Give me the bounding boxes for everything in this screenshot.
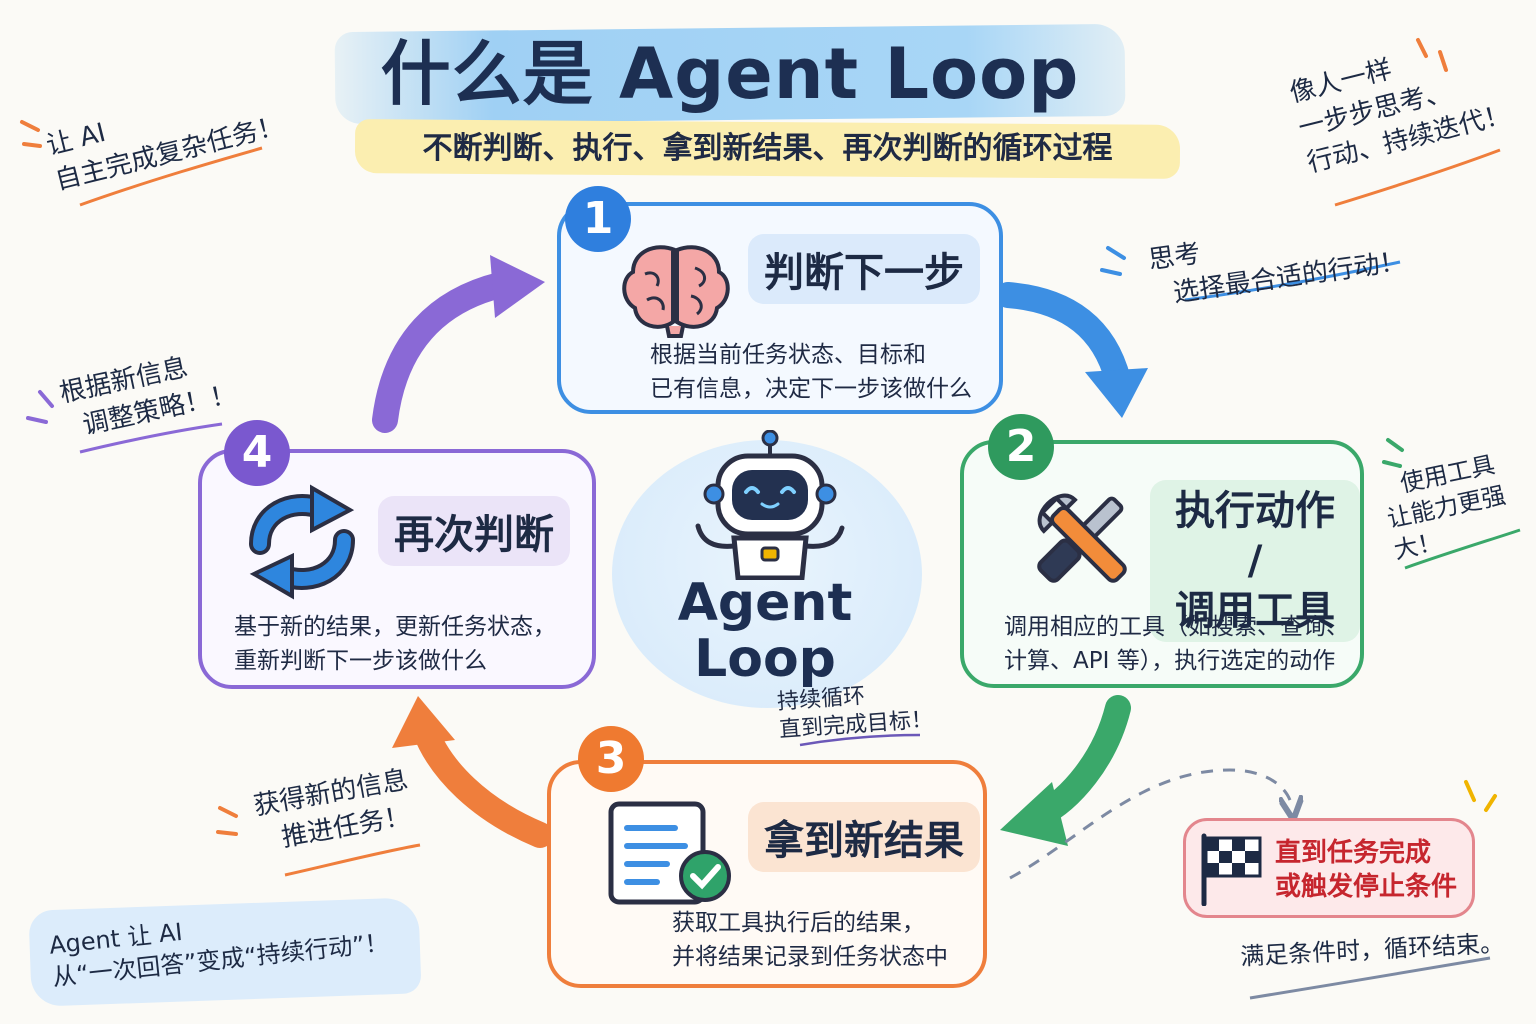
robot-icon bbox=[695, 430, 845, 580]
arrow-head-2-to-3 bbox=[1000, 782, 1068, 846]
arrow-1-to-2 bbox=[995, 282, 1131, 393]
step-desc-4: 基于新的结果，更新任务状态， 重新判断下一步该做什么 bbox=[234, 614, 556, 674]
step-desc-3: 获取工具执行后的结果， 并将结果记录到任务状态中 bbox=[672, 910, 948, 970]
center-label: Agent Loop bbox=[677, 573, 853, 689]
step-card-3 bbox=[547, 760, 987, 988]
arrow-3-to-4 bbox=[412, 717, 553, 848]
step-number-2: 2 bbox=[988, 414, 1054, 480]
arrow-head-3-to-4 bbox=[392, 696, 455, 748]
step-number-4: 4 bbox=[224, 420, 290, 486]
document-check-icon bbox=[608, 801, 731, 905]
step-title-4: 再次判断 bbox=[378, 496, 570, 566]
step-desc-1: 根据当前任务状态、目标和 已有信息，决定下一步该做什么 bbox=[650, 342, 972, 402]
step-title-3: 拿到新结果 bbox=[748, 802, 980, 872]
tools-icon bbox=[1037, 493, 1127, 583]
checkered-flag-icon bbox=[1201, 833, 1262, 906]
step-number-1: 1 bbox=[565, 186, 631, 252]
finish-text: 直到任务完成 或触发停止条件 bbox=[1275, 838, 1458, 902]
arrow-4-to-1 bbox=[372, 272, 513, 433]
brain-icon bbox=[622, 245, 730, 338]
arrow-head-1-to-2 bbox=[1085, 368, 1148, 418]
step-title-1: 判断下一步 bbox=[748, 234, 980, 304]
step-desc-2: 调用相应的工具（如搜索、查询、 计算、API 等），执行选定的动作 bbox=[1004, 614, 1349, 674]
step-title-2: 执行动作 / 调用工具 bbox=[1150, 480, 1360, 642]
arrow-head-4-to-1 bbox=[490, 255, 545, 318]
step-number-3: 3 bbox=[578, 726, 644, 792]
refresh-icon bbox=[249, 484, 355, 600]
page-subtitle: 不断判断、执行、拿到新结果、再次判断的循环过程 bbox=[422, 131, 1113, 166]
page-title: 什么是 Agent Loop bbox=[380, 33, 1080, 115]
